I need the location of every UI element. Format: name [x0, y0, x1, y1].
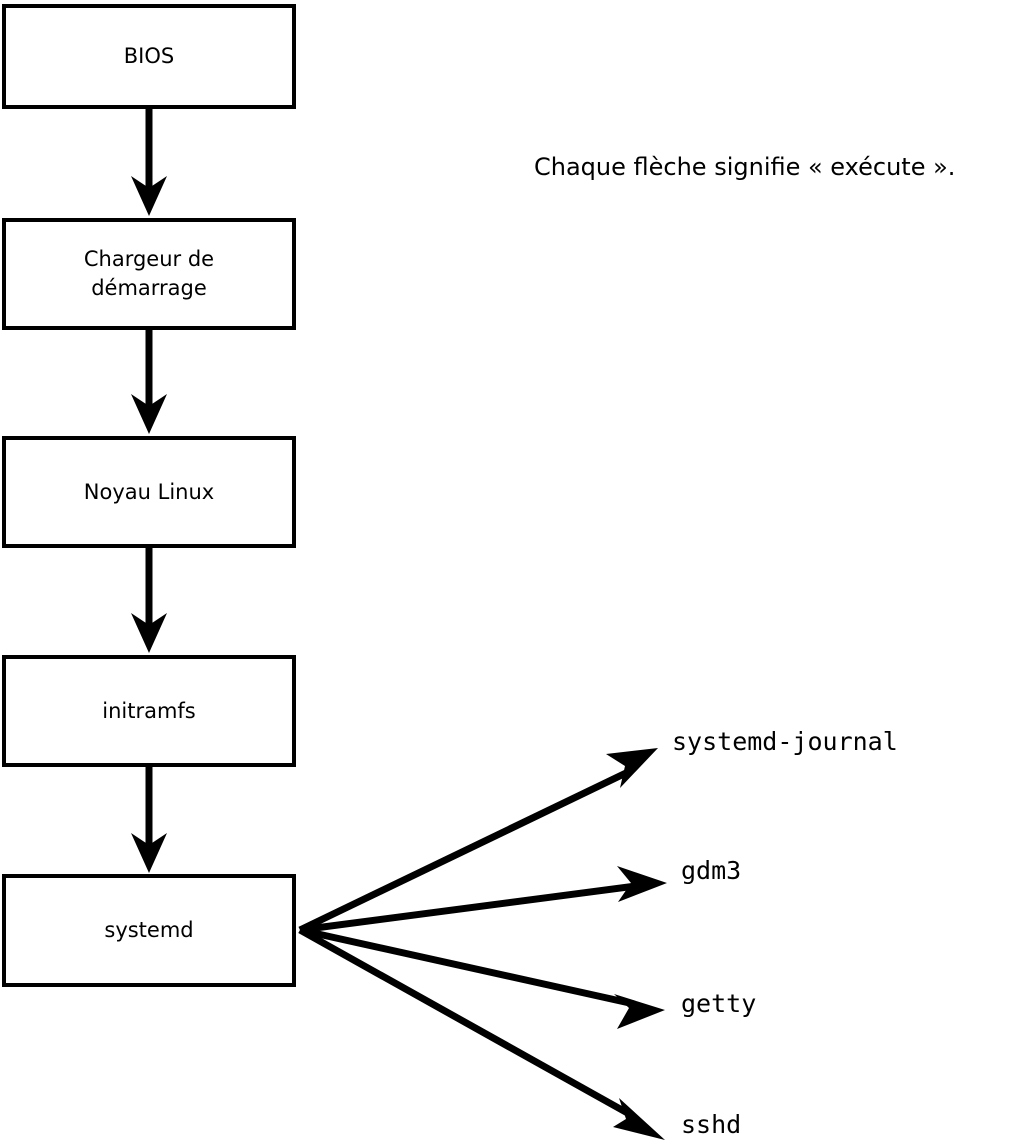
node-systemd-label: systemd — [104, 918, 194, 942]
node-kernel-label: Noyau Linux — [83, 479, 215, 504]
service-label-systemd-journal[interactable]: systemd-journal — [672, 727, 898, 756]
legend-note: Chaque flèche signifie « exécute ». — [534, 153, 956, 181]
arrow-kernel-to-initramfs — [131, 547, 167, 653]
arrow-systemd-to-getty — [299, 926, 665, 1029]
node-bootloader[interactable]: Chargeur de démarrage — [2, 218, 296, 330]
service-label-sshd[interactable]: sshd — [681, 1110, 742, 1139]
node-initramfs[interactable]: initramfs — [2, 655, 296, 767]
node-bios-label: BIOS — [123, 44, 175, 68]
service-label-getty[interactable]: getty — [681, 989, 757, 1018]
node-initramfs-label: initramfs — [102, 698, 196, 723]
arrow-initramfs-to-systemd — [131, 766, 167, 873]
node-bios[interactable]: BIOS — [2, 4, 296, 109]
node-systemd[interactable]: systemd — [2, 874, 296, 987]
node-kernel[interactable]: Noyau Linux — [2, 436, 296, 548]
node-bootloader-label: Chargeur de démarrage — [83, 247, 215, 300]
arrow-systemd-to-sshd — [298, 926, 665, 1140]
arrow-systemd-to-gdm3 — [299, 866, 667, 934]
arrow-bootloader-to-kernel — [131, 329, 167, 434]
arrow-systemd-to-systemd-journal — [298, 748, 658, 934]
arrow-bios-to-bootloader — [131, 108, 167, 216]
service-label-gdm3[interactable]: gdm3 — [681, 856, 742, 885]
